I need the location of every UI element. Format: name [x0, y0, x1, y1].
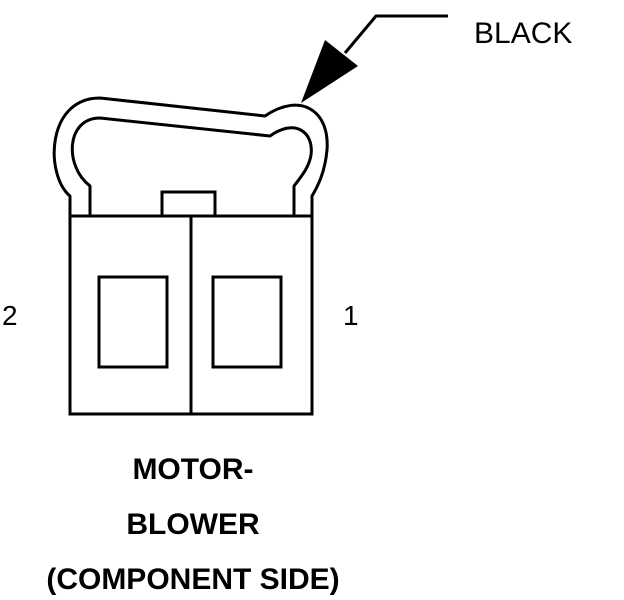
- terminal-cavity-1: [211, 275, 283, 369]
- terminal-cavity-2: [97, 275, 169, 369]
- pin-number-right: 1: [343, 300, 359, 331]
- pin-number-left: 2: [2, 300, 18, 331]
- callout-arrowhead: [301, 40, 358, 103]
- connector-shell-inner: [70, 116, 313, 216]
- callout-leader-line: [343, 14, 448, 54]
- connector-shell-outer: [52, 96, 329, 216]
- caption-line-1: MOTOR-: [132, 453, 253, 486]
- locking-tab: [160, 190, 217, 218]
- caption-line-2: BLOWER: [126, 508, 260, 541]
- caption-line-3: (COMPONENT SIDE): [46, 563, 339, 596]
- callout-color-label: BLACK: [474, 17, 572, 50]
